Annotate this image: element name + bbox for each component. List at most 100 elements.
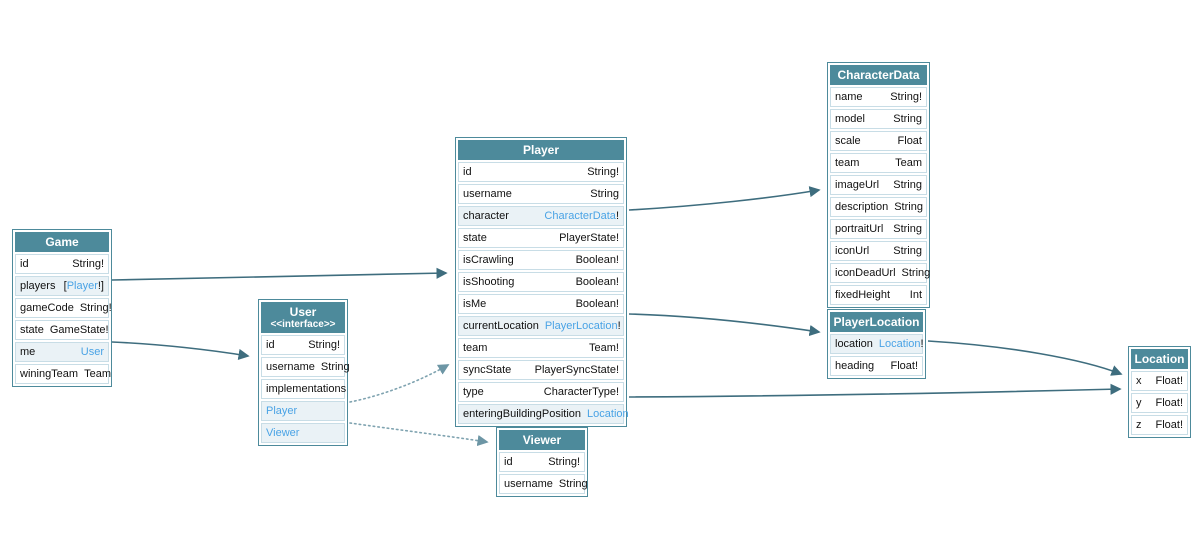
field-name: fixedHeight (835, 288, 891, 301)
field-type: String! (890, 90, 922, 103)
field-row-players[interactable]: players[Player!] (15, 276, 109, 296)
type-title-viewer[interactable]: Viewer (499, 430, 585, 450)
field-row-gameCode[interactable]: gameCode String! (15, 298, 112, 318)
field-type: String! (79, 301, 112, 314)
type-title-text: PlayerLocation (833, 315, 920, 329)
type-title-text: User (289, 305, 317, 319)
field-type: String (893, 112, 922, 125)
field-name: character (463, 209, 509, 222)
field-name: name (835, 90, 863, 103)
field-name: isCrawling (463, 253, 514, 266)
implementation-row-viewer[interactable]: Viewer (261, 423, 345, 443)
field-type: String (558, 477, 588, 490)
implementations-label-row[interactable]: implementations (261, 379, 346, 399)
field-name: z (1136, 418, 1142, 431)
field-row-scale[interactable]: scale Float (830, 131, 927, 151)
type-title-user[interactable]: User<<interface>> (261, 302, 345, 333)
field-type: Float! (890, 359, 918, 372)
type-title-game[interactable]: Game (15, 232, 109, 252)
type-link[interactable]: Player (266, 404, 298, 417)
field-name: iconDeadUrl (835, 266, 896, 279)
field-row-isCrawling[interactable]: isCrawling Boolean! (458, 250, 624, 270)
field-name: me (20, 345, 36, 358)
field-type: Float (897, 134, 922, 147)
field-type: String! (587, 165, 619, 178)
type-title-location[interactable]: Location (1131, 349, 1188, 369)
type-link[interactable]: Viewer (266, 426, 300, 439)
type-link[interactable]: PlayerLocation (544, 319, 618, 332)
field-row-imageUrl[interactable]: imageUrl String (830, 175, 927, 195)
field-name: id (463, 165, 472, 178)
type-link[interactable]: Player (66, 279, 98, 292)
type-title-player[interactable]: Player (458, 140, 624, 160)
field-name: gameCode (20, 301, 74, 314)
field-name: scale (835, 134, 861, 147)
field-name: state (463, 231, 487, 244)
field-row-state[interactable]: state PlayerState! (458, 228, 624, 248)
type-title-text: Location (1134, 352, 1185, 366)
field-type: Float! (1155, 396, 1183, 409)
type-title-playerlocation[interactable]: PlayerLocation (830, 312, 923, 332)
field-type: String (893, 244, 922, 257)
edge-game-players-to-player (111, 267, 448, 281)
implementation-row-player[interactable]: Player (261, 401, 345, 421)
field-name: id (20, 257, 29, 270)
field-name: username (463, 187, 512, 200)
field-type: Boolean! (575, 253, 619, 266)
field-row-id[interactable]: id String! (458, 162, 624, 182)
field-name: imageUrl (835, 178, 880, 191)
field-name: currentLocation (463, 319, 539, 332)
type-link[interactable]: CharacterData (544, 209, 616, 222)
field-type: PlayerSyncState! (534, 363, 619, 376)
field-type: String! (308, 338, 340, 351)
type-link[interactable]: User (80, 345, 104, 358)
field-row-name[interactable]: name String! (830, 87, 927, 107)
field-type: String (893, 178, 922, 191)
field-row-enteringBuildingPosition[interactable]: enteringBuildingPosition Location (458, 404, 629, 424)
field-name: enteringBuildingPosition (463, 407, 582, 420)
edge-playerlocation-location-to-location (927, 340, 1123, 376)
field-type: Location (587, 408, 629, 421)
type-link[interactable]: Location (878, 337, 921, 350)
type-title-characterdata[interactable]: CharacterData (830, 65, 927, 85)
field-type: PlayerState! (559, 231, 619, 244)
field-row-me[interactable]: me User (15, 342, 109, 362)
type-title-text: Player (522, 143, 560, 157)
field-type: String (893, 222, 922, 235)
type-link[interactable]: Location (587, 407, 629, 420)
